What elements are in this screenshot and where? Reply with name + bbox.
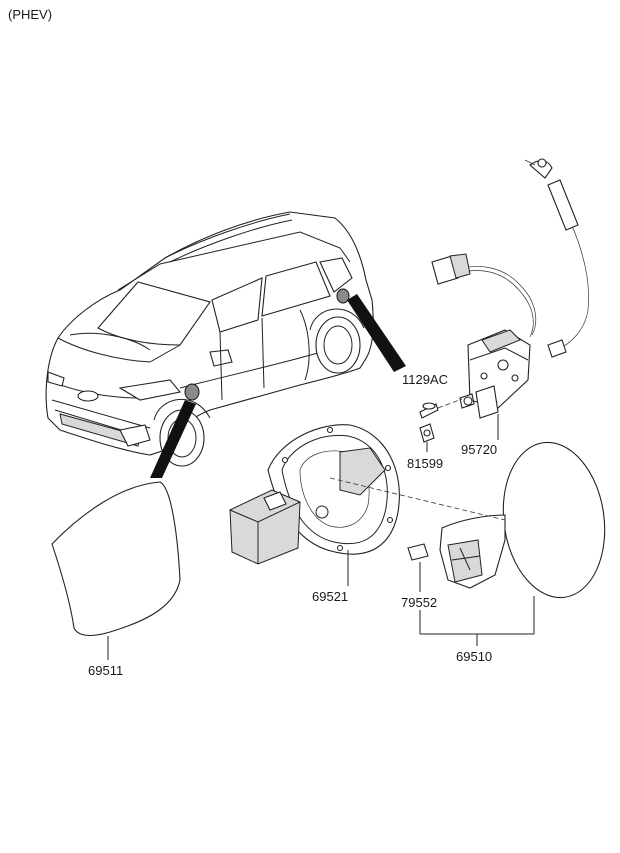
part-label-95720: 95720: [461, 442, 498, 457]
vehicle-illustration: [45, 211, 374, 467]
part-label-1129AC: 1129AC: [402, 372, 449, 387]
part-label-69521: 69521: [312, 589, 349, 604]
screw-1129AC: [419, 402, 439, 419]
variant-label: (PHEV): [8, 7, 53, 22]
charge-port-marker-front: [184, 383, 200, 401]
part-label-69510: 69510: [456, 649, 493, 664]
callout-swoosh-rear: [347, 294, 406, 372]
fuel-filler-housing-69521: [229, 424, 400, 565]
part-label-69511: 69511: [88, 663, 124, 678]
part-label-81599: 81599: [407, 456, 444, 471]
callout-swoosh-front: [150, 400, 196, 478]
fuel-filler-door-panel-69511: [51, 481, 181, 637]
fuel-filler-door-assembly-69510: [439, 441, 606, 599]
actuator-assembly-95720: [431, 158, 589, 419]
clip-79552: [407, 543, 429, 561]
clip-81599: [419, 423, 435, 443]
part-label-79552: 79552: [401, 595, 438, 610]
fuel-port-marker-rear: [336, 288, 350, 304]
